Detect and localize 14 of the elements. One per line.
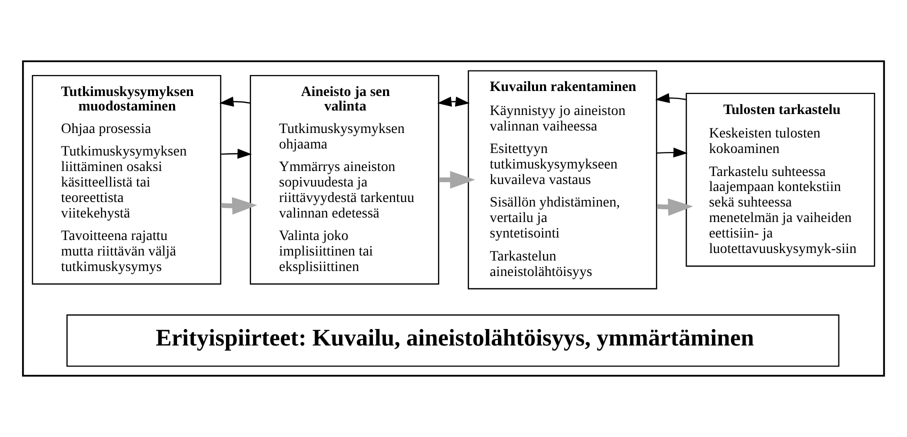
arrow xyxy=(220,197,258,215)
arrow xyxy=(439,171,476,189)
arrow xyxy=(656,198,694,216)
cluster xyxy=(22,60,885,377)
node-box: Tulosten tarkastelu Keskeisten tulosten kokoaminen Tarkastelu suhteessa laajempaan kontekstiin sekä suhteessa menetelmän ja vaiheiden eettisiin- ja luotettavuuskysymyk-siin xyxy=(686,92,876,267)
arrow xyxy=(656,148,688,158)
arrow xyxy=(655,93,686,104)
node-box: Kuvailun rakentaminen Käynnistyy jo aineiston valinnan vaiheessa Esitettyyn tutkimuskysymykseen kuvaileva vastaus Sisällön yhdistäminen, vertailu ja syntetisointi Tarkastelun aineistolähtöisyys xyxy=(468,70,658,290)
arrow xyxy=(437,96,470,107)
arrow xyxy=(219,96,250,107)
node-box: Erityispiirteet: Kuvailu, aineistolähtöisyys, ymmärtäminen xyxy=(66,314,840,367)
node-box: Aineisto ja sen valinta Tutkimuskysymyksen ohjaama Ymmärrys aineiston sopivuudesta ja riittävyydestä tarkentuu valinnan edetessä Valinta joko implisiittinen tai eksplisiittinen xyxy=(250,75,440,285)
arrow xyxy=(221,148,252,159)
node-box: Tutkimuskysymyksen muodostaminen Ohjaa prosessia Tutkimuskysymyksen liittäminen osaksi käsitteellistä tai teoreettista viitekehystä Tavoitteena rajattu mutta riittävän väljä tutkimuskysymys xyxy=(32,75,222,285)
